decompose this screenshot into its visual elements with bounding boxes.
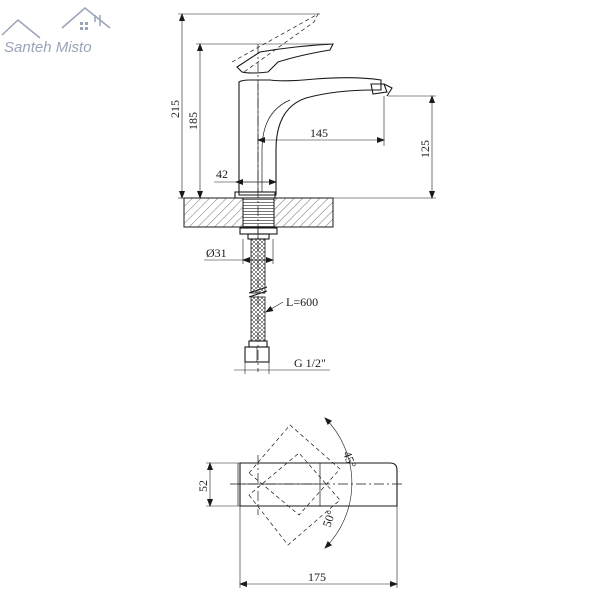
dim-connection: G 1/2": [294, 356, 326, 370]
handle-rotation-positions: [248, 424, 341, 546]
flexible-hose: [244, 238, 270, 363]
dim-rotation-down: 50°: [320, 508, 339, 529]
top-view: 52 175 45° 50°: [196, 417, 405, 588]
house-logo-icon: [1, 7, 111, 39]
dim-outlet-height: 125: [418, 140, 432, 158]
side-view: 215 185 145 125 42 Ø31 L=600 G 1/2": [168, 13, 436, 374]
dim-length: 175: [308, 570, 326, 584]
dim-hose-length: L=600: [286, 295, 318, 309]
top-dimension-lines: [206, 462, 398, 588]
dim-thread-diameter: Ø31: [206, 246, 227, 260]
faucet-top-outline: [237, 462, 398, 507]
mounting-nut: [239, 227, 278, 240]
threaded-shank: [242, 197, 275, 229]
dim-spout-reach: 145: [310, 126, 328, 140]
brand-name: Santeh Misto: [4, 39, 92, 56]
dim-base-width: 42: [216, 167, 228, 181]
dim-total-height: 215: [168, 100, 182, 118]
dim-body-height: 185: [186, 112, 200, 130]
handle-lever: [231, 13, 334, 74]
dimension-lines: [178, 13, 436, 374]
brand-logo: Santeh Misto: [1, 7, 111, 56]
dim-rotation-up: 45°: [340, 449, 359, 470]
dim-depth: 52: [196, 480, 210, 492]
rotation-arc: [324, 417, 353, 549]
